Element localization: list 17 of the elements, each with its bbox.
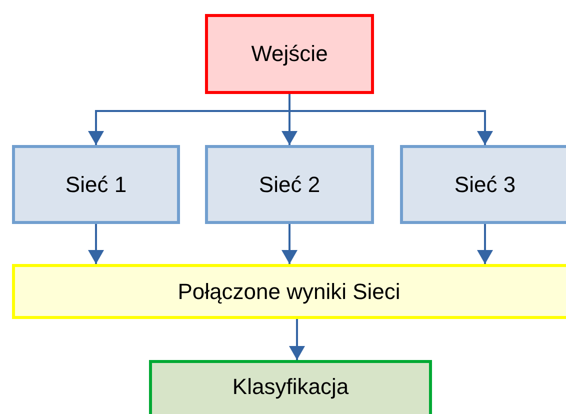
box-label: Połączone wyniki Sieci <box>178 278 400 306</box>
arrow <box>289 319 305 360</box>
process-box <box>149 360 432 414</box>
box-label: Sieć 2 <box>258 170 320 198</box>
process-box <box>205 145 374 224</box>
process-box <box>12 145 180 224</box>
process-box <box>205 14 374 94</box>
arrow <box>288 94 493 145</box>
box-label: Klasyfikacja <box>232 373 349 400</box>
box-label: Sieć 3 <box>454 170 516 198</box>
box-label: Sieć 1 <box>65 170 127 198</box>
arrow <box>477 224 493 264</box>
box-label: Wejście <box>251 40 328 68</box>
process-box <box>400 145 566 224</box>
arrow <box>88 224 104 264</box>
arrow <box>282 224 298 264</box>
process-box <box>12 264 566 319</box>
